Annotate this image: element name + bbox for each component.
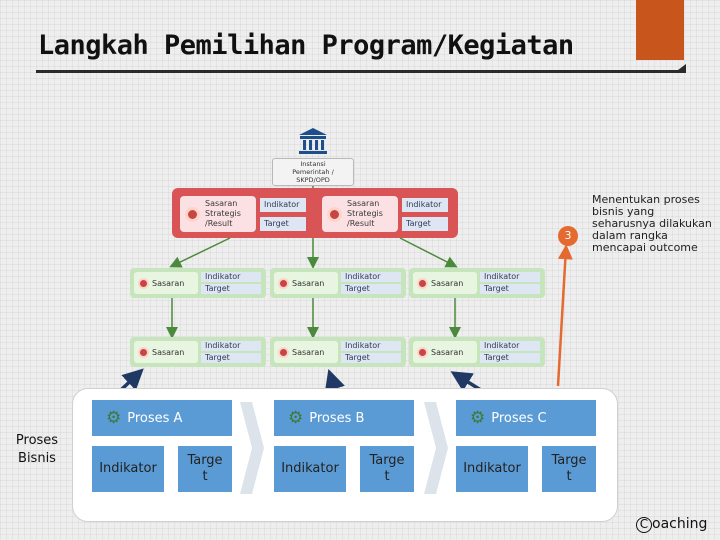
sasaran-target: Target [480,353,540,363]
page-title: Langkah Pemilihan Program/Kegiatan [38,30,574,61]
sasaran-card: Sasaran [274,341,338,363]
process-name: Proses A [127,410,183,426]
sasaran-label: Sasaran [292,347,325,357]
target-line: Targe [187,453,223,468]
step-number-badge: 3 [558,226,578,246]
strategic-label-line: Strategis [347,209,383,218]
strategic-goal-card-1: Sasaran Strategis /Result [180,196,256,232]
target-line: Targe [369,453,405,468]
target-icon [138,346,149,358]
sasaran-label: Sasaran [152,347,185,357]
sasaran-label: Sasaran [431,278,464,288]
sasaran-card: Sasaran [134,341,198,363]
institution-line: SKPD/OPD [296,176,330,184]
title-underline-tip [674,64,686,73]
process-target-b: Targe t [360,446,414,492]
process-name: Proses B [309,410,365,426]
gear-icon: ⚙ [288,407,304,428]
strategic-label-line: Sasaran [347,199,380,208]
target-icon [138,277,149,289]
process-header-c: ⚙ Proses C [456,400,596,436]
institution-line: Pemerintah / [292,168,334,176]
sasaran-indikator: Indikator [341,272,401,282]
green-connector-arrows [166,186,461,339]
chevron-right-icon [424,402,448,494]
strategic-label-line: /Result [347,219,375,228]
institution-box: Instansi Pemerintah / SKPD/OPD [272,158,354,186]
annotation-note: Menentukan proses bisnis yang seharusnya… [592,193,712,254]
process-indikator-a: Indikator [92,446,164,492]
sasaran-target: Target [341,353,401,363]
target-line: Targe [551,453,587,468]
strategic-label-line: Sasaran [205,199,238,208]
strategic-indikator-1: Indikator [260,198,306,212]
process-indikator-c: Indikator [456,446,528,492]
sasaran-indikator: Indikator [201,341,261,351]
connector-strategic-left [169,237,231,268]
strategic-target-1: Target [260,217,306,231]
process-header-a: ⚙ Proses A [92,400,232,436]
sasaran-label: Sasaran [431,347,464,357]
target-icon [417,277,428,289]
target-icon [327,206,342,222]
process-indikator-b: Indikator [274,446,346,492]
institution-line: Instansi [300,160,326,168]
target-line: t [566,469,572,484]
sasaran-card: Sasaran [274,272,338,294]
target-icon [278,346,289,358]
sasaran-indikator: Indikator [201,272,261,282]
proses-bisnis-label: Proses Bisnis [15,433,59,466]
sasaran-indikator: Indikator [480,341,540,351]
strategic-goal-card-2: Sasaran Strategis /Result [322,196,398,232]
sasaran-target: Target [341,284,401,294]
connector-strategic-right [399,237,458,268]
sasaran-indikator: Indikator [341,341,401,351]
chevron-right-icon [240,402,264,494]
title-underline [36,70,686,73]
sasaran-indikator: Indikator [480,272,540,282]
corner-accent-tab [636,0,684,60]
sasaran-card: Sasaran [413,341,477,363]
government-building-icon [299,128,327,154]
target-icon [185,206,200,222]
strategic-label-line: Strategis [205,209,241,218]
process-target-a: Targe t [178,446,232,492]
strategic-indikator-2: Indikator [402,198,448,212]
sasaran-card: Sasaran [413,272,477,294]
target-line: t [202,469,208,484]
strategic-label-line: /Result [205,219,233,228]
target-icon [278,277,289,289]
sasaran-target: Target [201,353,261,363]
sasaran-card: Sasaran [134,272,198,294]
sasaran-label: Sasaran [292,278,325,288]
process-target-c: Targe t [542,446,596,492]
gear-icon: ⚙ [106,407,122,428]
orange-feedback-arrow [556,244,573,387]
target-icon [417,346,428,358]
sasaran-target: Target [480,284,540,294]
gear-icon: ⚙ [470,407,486,428]
sasaran-label: Sasaran [152,278,185,288]
coaching-text: oaching [652,516,708,532]
process-name: Proses C [491,410,547,426]
coaching-symbol: C [636,517,652,533]
strategic-target-2: Target [402,217,448,231]
sasaran-target: Target [201,284,261,294]
target-line: t [384,469,390,484]
process-header-b: ⚙ Proses B [274,400,414,436]
